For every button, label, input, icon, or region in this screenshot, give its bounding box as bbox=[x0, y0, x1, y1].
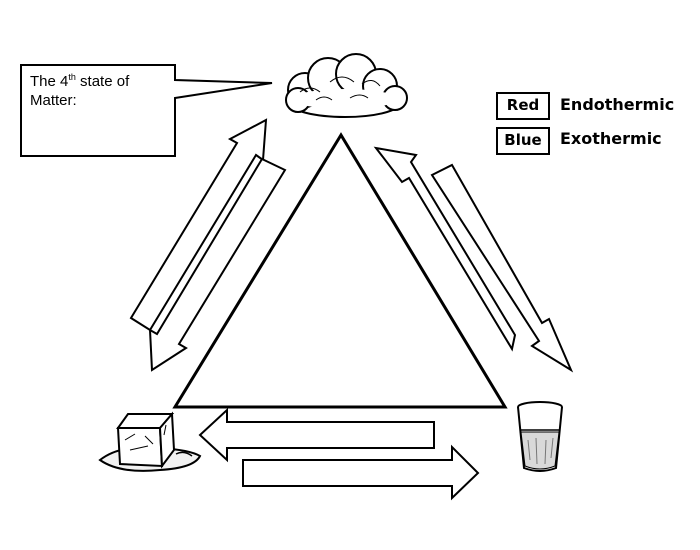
legend-key-blue-label: Blue bbox=[504, 131, 542, 149]
legend-label-endothermic: Endothermic bbox=[560, 95, 675, 114]
callout-line1-post: state of bbox=[75, 73, 130, 90]
callout-box bbox=[20, 64, 273, 157]
arrow-left-down bbox=[148, 157, 287, 372]
arrow-bottom-left bbox=[198, 407, 435, 463]
legend-key-red: Red bbox=[496, 92, 550, 120]
ice-cube-icon bbox=[98, 411, 202, 472]
cloud-icon bbox=[285, 53, 408, 118]
arrow-left-up bbox=[129, 118, 268, 332]
arrow-bottom-right bbox=[242, 444, 480, 501]
arrow-right-up bbox=[373, 146, 517, 352]
legend-key-red-label: Red bbox=[506, 96, 540, 114]
callout-line1-sup: th bbox=[68, 72, 76, 82]
legend-key-blue: Blue bbox=[496, 127, 550, 155]
water-glass-icon bbox=[517, 401, 563, 472]
callout-line1-pre: The 4 bbox=[30, 73, 69, 90]
callout-text: The 4th state of Matter: bbox=[30, 72, 154, 110]
callout-line2: Matter: bbox=[30, 92, 77, 109]
arrow-right-down bbox=[430, 163, 574, 373]
center-triangle bbox=[172, 132, 508, 409]
legend-label-exothermic: Exothermic bbox=[560, 129, 662, 148]
